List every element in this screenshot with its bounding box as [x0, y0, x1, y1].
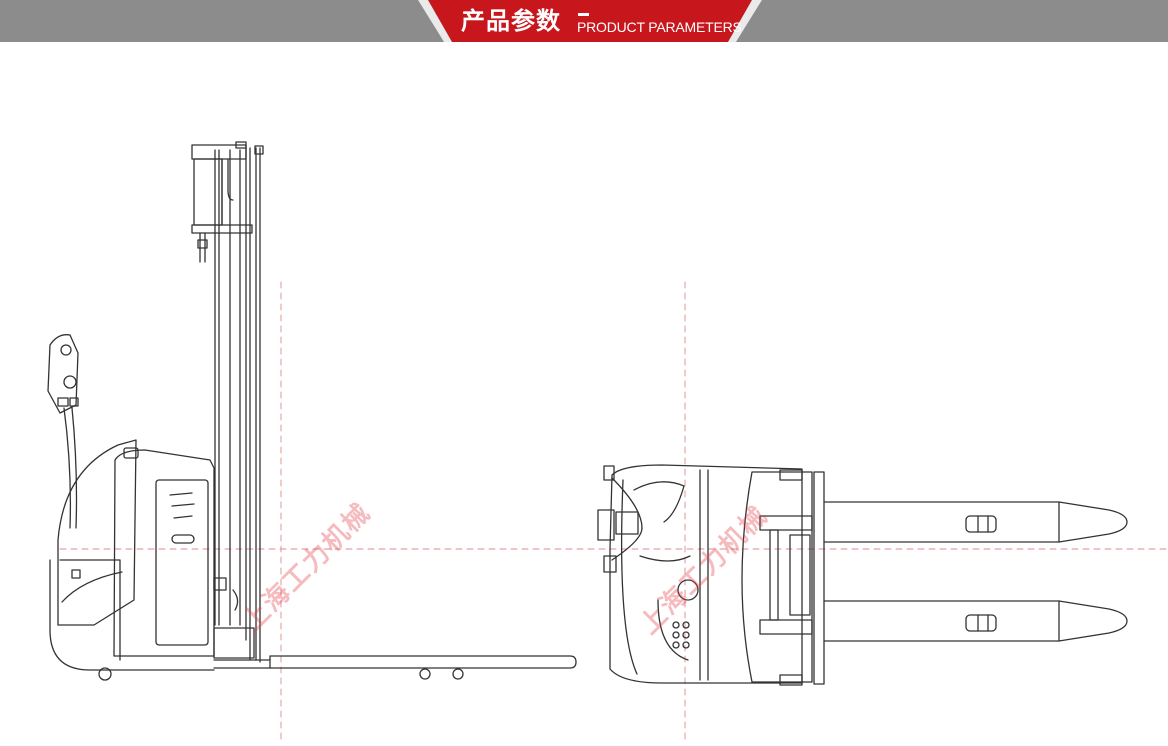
drive-wheel: [98, 667, 112, 681]
fork: [269, 655, 577, 669]
tiller: [47, 334, 79, 529]
section-title-cn: 产品参数: [461, 7, 561, 35]
title-dash: [578, 13, 589, 16]
guard: [57, 439, 137, 626]
header-badge: [418, 0, 762, 42]
mast: [191, 141, 264, 663]
forks: [823, 501, 1128, 642]
section-title-en: PRODUCT PARAMETERS: [577, 19, 742, 35]
side-view: [47, 141, 577, 681]
body: [49, 447, 255, 671]
chassis: [609, 464, 803, 684]
load-frame: [741, 469, 825, 686]
handle-head: [597, 465, 691, 573]
control-panel: [657, 579, 699, 661]
top-view: [597, 464, 1128, 686]
guide-lines: [59, 281, 1168, 741]
